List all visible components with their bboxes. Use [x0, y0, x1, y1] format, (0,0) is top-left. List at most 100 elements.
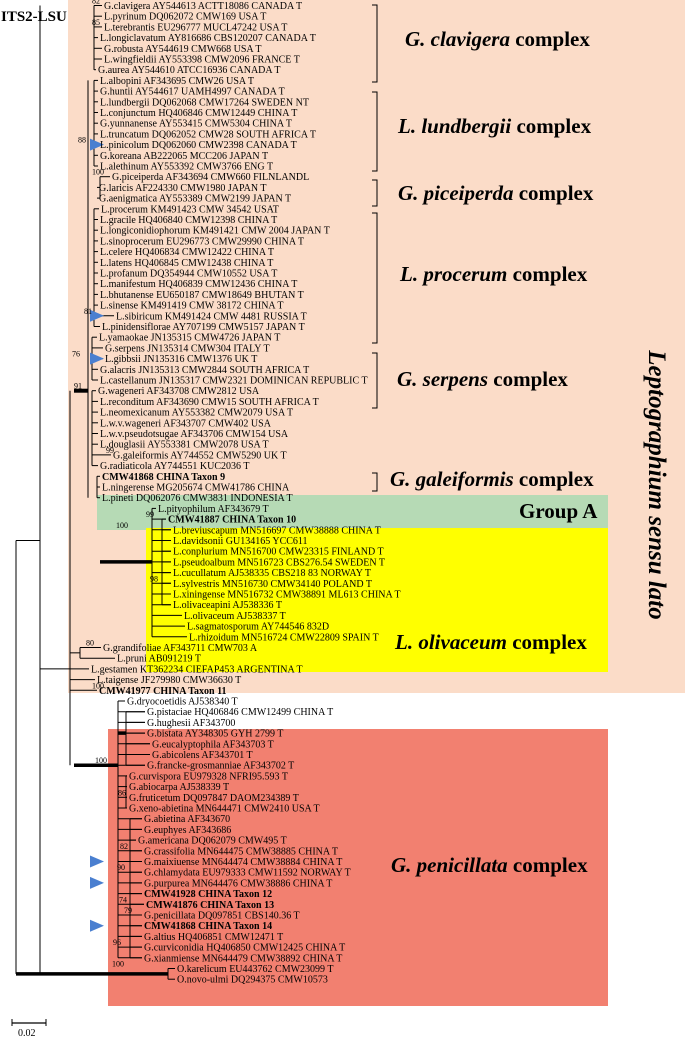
taxon-label: G.laricis AF224330 CMW1980 JAPAN T: [99, 183, 267, 194]
support-value: 82: [92, 0, 100, 6]
taxon-label: G.aurea AY544610 ATCC16936 CANADA T: [98, 65, 281, 76]
taxon-label: CMW41868 CHINA Taxon 9: [102, 472, 225, 483]
taxon-label: G.crassifolia MN644475 CMW38885 CHINA T: [144, 846, 338, 857]
taxon-label: G.serpens JN135314 CMW304 ITALY T: [105, 343, 270, 354]
taxon-label: L.olivaceum AJ538337 T: [184, 611, 286, 622]
taxon-label: L.castellanum JN135317 CMW2321 DOMINICAN…: [100, 376, 368, 387]
support-value: 91: [74, 382, 82, 391]
taxon-label: L.terebrantis EU296777 MUCL47242 USA T: [104, 22, 287, 33]
taxon-label: G.eucalyptophila AF343703 T: [152, 739, 274, 750]
penicillata-background: [108, 729, 608, 1006]
complex-label-penicillata: G. penicillata complex: [391, 853, 588, 877]
support-value: 74: [119, 895, 127, 904]
taxon-label: L.sagmatosporum AY744546 832D: [187, 622, 329, 633]
support-value: 100: [112, 960, 124, 969]
taxon-label: L.albopini AF343695 CMW26 USA T: [100, 76, 254, 87]
taxon-label: G.purpurea MN644476 CMW38886 CHINA T: [144, 878, 332, 889]
taxon-label: G.huntii AY544617 UAMH4997 CANADA T: [100, 87, 285, 98]
support-value: 80: [86, 639, 94, 648]
taxon-label: L.longiconidiophorum KM491421 CMW 2004 J…: [100, 226, 330, 237]
taxon-label: L.reconditum AF343690 CMW15 SOUTH AFRICA…: [100, 397, 319, 408]
support-value: 86: [118, 788, 126, 797]
taxon-label: G.dryocoetidis AJ538340 T: [127, 697, 238, 708]
support-value: 81: [84, 307, 92, 316]
complex-label-galeiformis: G. galeiformis complex: [390, 467, 594, 491]
taxon-label: L.truncatum DQ062052 CMW28 SOUTH AFRICA …: [100, 129, 316, 140]
taxon-label: L.procerum KM491423 CMW 34542 USAT: [101, 204, 279, 215]
taxon-label: L.olivaceapini AJ538336 T: [173, 600, 282, 611]
support-value: 85: [92, 18, 100, 27]
complex-label-olivaceum: L. olivaceum complex: [395, 630, 587, 654]
taxon-label: G.xeno-abietina MN644471 CMW2410 USA T: [129, 804, 320, 815]
complex-label-clavigera: G. clavigera complex: [405, 27, 590, 51]
taxon-label: G.francke-grosmanniae AF343702 T: [147, 761, 294, 772]
taxon-label: L.w.v.wageneri AF343707 CMW402 USA: [100, 418, 272, 429]
taxon-label: L.manifestum HQ406839 CMW12436 CHINA T: [100, 279, 297, 290]
taxon-label: L.latens HQ406845 CMW12438 CHINA T: [100, 258, 273, 269]
support-markers: [90, 138, 104, 932]
taxon-label: CMW41887 CHINA Taxon 10: [168, 515, 296, 526]
complex-label-procerum: L. procerum complex: [400, 262, 588, 286]
taxon-label: L.yamaokae JN135315 CMW4726 JAPAN T: [99, 333, 280, 344]
taxon-label: G.grandifoliae AF343711 CMW703 A: [103, 643, 258, 654]
bracket-galeiformis: [372, 472, 378, 492]
taxon-label: G.clavigera AY544613 ACTT18086 CANADA T: [104, 1, 302, 12]
support-value: 100: [116, 521, 128, 530]
taxon-label: L.breviuscapum MN516697 CMW38888 CHINA T: [173, 525, 381, 536]
taxon-label: L.wingfieldii AY553398 CMW2096 FRANCE T: [104, 55, 300, 66]
support-value: 98: [150, 574, 158, 583]
support-marker: [90, 352, 104, 365]
taxon-label: L.ningerense MG205674 CMW41786 CHINA: [102, 483, 290, 494]
scale-bar-label: 0.02: [18, 1028, 36, 1039]
support-value: 90: [117, 863, 125, 872]
taxon-label: G.abiocarpa AJ538339 T: [129, 782, 229, 793]
taxon-label: L.sylvestris MN516730 CMW34140 POLAND T: [173, 579, 372, 590]
taxon-label: L.gracile HQ406840 CMW12398 CHINA T: [100, 215, 277, 226]
support-values: 8285881008176919910099988010010086829074…: [72, 0, 158, 969]
taxon-label: G.hughesii AF343700: [147, 718, 235, 729]
taxon-label: G.abicolens AF343701 T: [152, 750, 253, 761]
support-value: 82: [120, 842, 128, 851]
support-value: 76: [72, 350, 80, 359]
support-value: 100: [92, 168, 104, 177]
taxon-label: G.abietina AF343670: [144, 814, 230, 825]
taxon-label: G.euphyes AF343686: [144, 825, 231, 836]
group-a-background: [97, 495, 608, 530]
taxon-label: G.chlamydata EU979333 CMW11592 NORWAY T: [144, 868, 351, 879]
taxon-label: G.wageneri AF343708 CMW2812 USA: [98, 386, 260, 397]
taxon-label: G.bistata AY348305 GYH 2799 T: [147, 729, 283, 740]
taxon-label: L.sinoprocerum EU296773 CMW29990 CHINA T: [100, 236, 304, 247]
support-value: 100: [92, 681, 104, 690]
support-value: 100: [95, 756, 107, 765]
support-value: 99: [146, 510, 154, 519]
taxon-label: G.aenigmatica AY553389 CMW2199 JAPAN T: [99, 194, 291, 205]
olivaceum-background: [146, 528, 608, 672]
complex-label-lundbergii: L. lundbergii complex: [398, 114, 592, 138]
taxon-label: CMW41977 CHINA Taxon 11: [99, 686, 227, 697]
taxon-label: L.bhutanense EU650187 CMW18649 BHUTAN T: [100, 290, 304, 301]
complex-label-piceiperda: G. piceiperda complex: [398, 181, 594, 205]
taxon-label: L.pyrinum DQ062072 CMW169 USA T: [104, 12, 266, 23]
taxon-label: L.pseudoalbum MN516723 CBS276.54 SWEDEN …: [173, 557, 385, 568]
taxon-label: G.maixiuense MN644474 CMW38884 CHINA T: [144, 857, 342, 868]
taxon-label: CMW41928 CHINA Taxon 12: [144, 889, 272, 900]
support-marker: [90, 309, 104, 322]
support-value: 96: [113, 938, 121, 947]
taxon-label: L.gibbsii JN135316 CMW1376 UK T: [105, 354, 257, 365]
bracket-piceiperda: [372, 179, 378, 207]
support-marker: [90, 138, 104, 151]
taxon-label: L.xiningense MN516732 CMW38891 ML613 CHI…: [173, 590, 401, 601]
taxon-label: O.novo-ulmi DQ294375 CMW10573: [177, 975, 328, 986]
support-value: 79: [124, 906, 132, 915]
taxon-label: L.pityophilum AF343679 T: [158, 504, 269, 515]
taxon-label: G.penicillata DQ097851 CBS140.36 T: [144, 911, 300, 922]
sensu-lato-label: Leptographium sensu lato: [643, 349, 670, 620]
bracket-clavigera: [372, 4, 378, 83]
taxon-label: L.douglasii AY553381 CMW2078 USA T: [100, 440, 269, 451]
taxon-labels: G.clavigera AY544613 ACTT18086 CANADA TL…: [91, 1, 401, 986]
taxon-label: L.pinicolum DQ062060 CMW2398 CANADA T: [100, 140, 297, 151]
support-marker: [90, 876, 104, 889]
taxon-label: G.xianmiense MN644479 CMW38892 CHINA T: [144, 953, 342, 964]
taxon-label: L.davidsonii GU134165 YCC611: [173, 536, 308, 547]
